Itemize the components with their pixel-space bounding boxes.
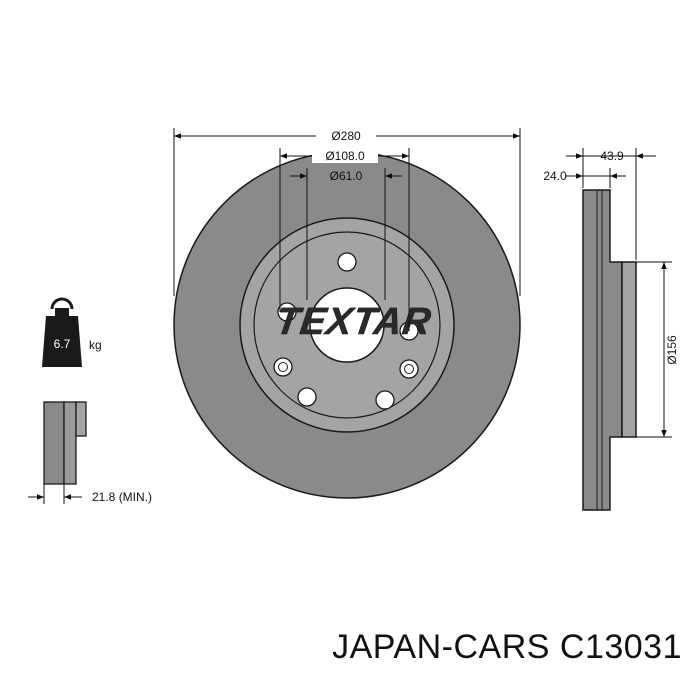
disc-front-view: TEXTAR xyxy=(173,151,521,499)
hub-inner-ring xyxy=(253,231,441,419)
disc-thickness-label: 24.0 xyxy=(543,169,567,183)
center-bore xyxy=(309,287,385,363)
bolt-hole xyxy=(277,302,297,322)
bolt-hole xyxy=(375,390,395,410)
locator-hole-inner xyxy=(404,364,414,374)
center-bore-label: Ø61.0 xyxy=(330,169,363,183)
hub-section xyxy=(621,261,637,438)
hub-diameter-label: Ø156 xyxy=(665,335,679,365)
side-dimensions xyxy=(566,148,672,438)
weight-unit: kg xyxy=(89,338,102,352)
bolt-hole xyxy=(297,387,317,407)
weight-icon xyxy=(42,297,82,367)
bolt-hole xyxy=(337,252,357,272)
part-caption: JAPAN-CARS C13031 xyxy=(332,628,682,666)
weight-value: 6.7 xyxy=(54,337,71,351)
outer-diameter-label: Ø280 xyxy=(331,129,361,143)
min-thickness-icon xyxy=(28,401,87,504)
locator-hole xyxy=(273,357,293,377)
brand-mark: TEXTAR xyxy=(273,300,434,343)
bolt-circle-label: Ø108.0 xyxy=(325,149,365,163)
locator-hole-inner xyxy=(278,362,288,372)
locator-hole xyxy=(399,359,419,379)
min-thickness-label: 21.8 (MIN.) xyxy=(92,490,152,504)
disc-side-view xyxy=(582,189,637,511)
overall-height-label: 43.9 xyxy=(600,149,624,163)
